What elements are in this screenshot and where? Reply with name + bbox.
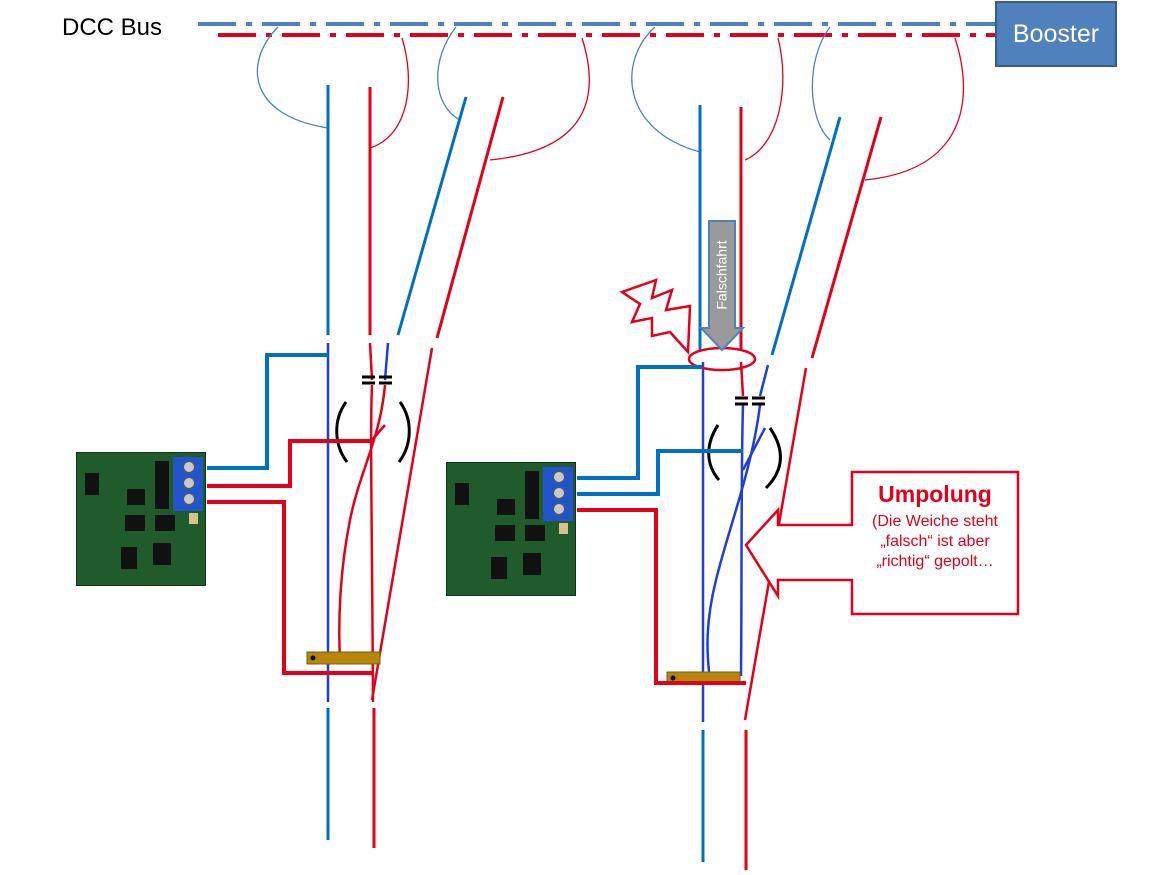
umpolung-callout: Umpolung (Die Weiche steht „falsch“ ist …: [852, 472, 1018, 614]
left-decoder-board: [76, 452, 206, 586]
terminal-screw: [553, 487, 565, 499]
umpolung-callout-shape: [744, 470, 1020, 616]
dcc-bus-label: DCC Bus: [62, 14, 163, 41]
chip: [155, 461, 169, 509]
terminal-screw: [183, 461, 195, 473]
chip: [85, 473, 99, 495]
right-decoder-board: [446, 462, 576, 596]
lightning-icon: [619, 278, 692, 356]
chip: [125, 515, 145, 531]
booster-label: Booster: [1012, 19, 1100, 48]
chip: [523, 553, 541, 575]
booster-box: Booster: [995, 1, 1117, 67]
chip: [121, 547, 137, 569]
falschfahrt-label: Falschfahrt: [714, 240, 730, 310]
right-turnout: [666, 105, 883, 870]
led: [559, 523, 568, 534]
right-decoder-wiring: [577, 365, 746, 685]
terminal-screw: [183, 493, 195, 505]
led: [189, 513, 198, 524]
chip: [495, 525, 515, 541]
falschfahrt-arrow: [698, 220, 746, 352]
chip: [525, 525, 545, 541]
umpolung-text: (Die Weiche steht „falsch“ ist aber „ric…: [872, 513, 998, 570]
falschfahrt-label-container: Falschfahrt: [702, 225, 742, 325]
umpolung-title: Umpolung: [878, 481, 992, 507]
chip: [155, 515, 175, 531]
chip: [525, 471, 539, 519]
chip: [497, 499, 515, 515]
left-decoder-wiring: [207, 353, 374, 675]
feeder-wires: [256, 26, 965, 181]
terminal-screw: [183, 477, 195, 489]
left-turnout: [306, 85, 505, 848]
chip: [127, 489, 145, 505]
terminal-screw: [553, 503, 565, 515]
chip: [491, 557, 507, 579]
terminal-screw: [553, 471, 565, 483]
chip: [153, 543, 171, 565]
chip: [455, 483, 469, 505]
